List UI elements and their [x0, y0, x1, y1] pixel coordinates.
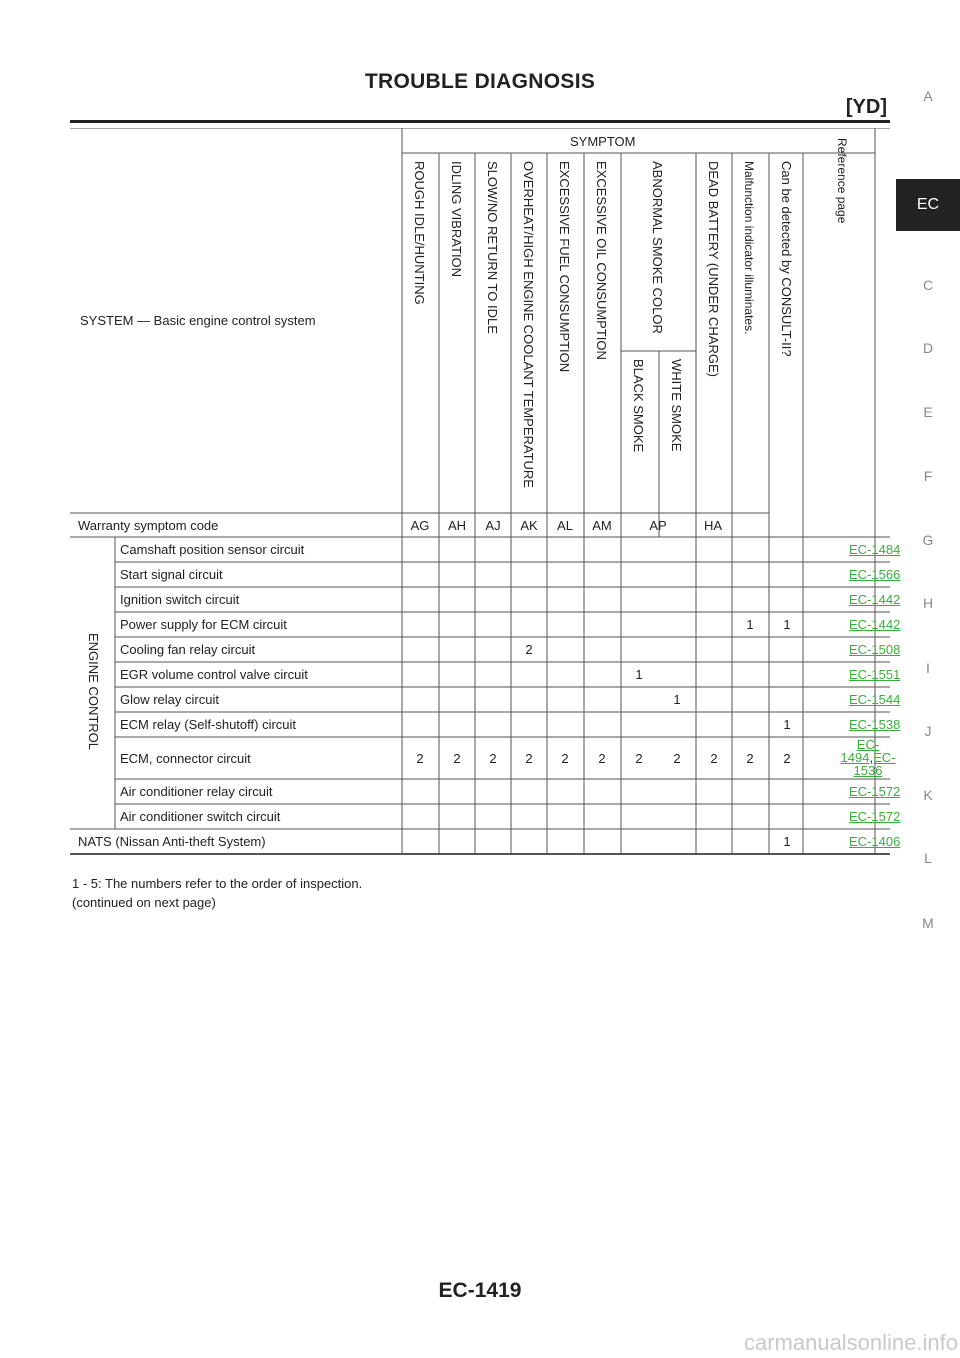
reference-link-group: EC-1494,EC-1536	[839, 738, 897, 777]
row-value: 2	[561, 750, 569, 766]
warranty-code: AP	[649, 518, 667, 533]
row-value: 2	[416, 750, 424, 766]
side-tab-l[interactable]: L	[924, 850, 932, 866]
row-name: Cooling fan relay circuit	[120, 642, 256, 657]
warranty-code: AG	[410, 518, 430, 533]
row-value: 2	[635, 750, 643, 766]
warranty-code: AJ	[485, 518, 501, 533]
column-header-9: DEAD BATTERY (UNDER CHARGE)	[706, 161, 721, 377]
warranty-code: AM	[592, 518, 612, 533]
reference-link[interactable]: EC-1508	[849, 642, 901, 657]
header-rule	[70, 120, 890, 123]
warranty-label: Warranty symptom code	[78, 518, 219, 533]
system-header: SYSTEM — Basic engine control system	[80, 313, 316, 328]
warranty-code: HA	[703, 518, 723, 533]
row-name: Camshaft position sensor circuit	[120, 542, 305, 557]
side-tab-d[interactable]: D	[922, 340, 934, 356]
page-number: EC-1419	[438, 1279, 522, 1302]
row-value: 2	[673, 750, 681, 766]
row-value: 2	[746, 750, 754, 766]
row-value: 1	[746, 617, 754, 632]
row-name: Air conditioner relay circuit	[120, 784, 273, 799]
column-header-1: ROUGH IDLE/HUNTING	[412, 161, 427, 305]
column-header-7: BLACK SMOKE	[631, 359, 646, 453]
row-name: Start signal circuit	[120, 567, 223, 582]
row-name: Power supply for ECM circuit	[120, 617, 287, 632]
nats-reference-link[interactable]: EC-1406	[849, 834, 901, 849]
side-tab-ec[interactable]: EC	[896, 179, 960, 231]
row-value: 2	[489, 750, 497, 766]
reference-link[interactable]: EC-1442	[849, 617, 901, 632]
row-name: Ignition switch circuit	[120, 592, 240, 607]
row-name: Glow relay circuit	[120, 692, 219, 707]
side-tab-h[interactable]: H	[922, 595, 934, 611]
row-name: EGR volume control valve circuit	[120, 667, 308, 682]
row-name: Air conditioner switch circuit	[120, 809, 281, 824]
nats-row-name: NATS (Nissan Anti-theft System)	[78, 834, 266, 849]
reference-link[interactable]: EC-1572	[849, 809, 901, 824]
reference-link[interactable]: EC-1551	[849, 667, 901, 682]
row-value: 1	[673, 692, 681, 707]
column-header-10: Malfunction indicator illuminates.	[742, 161, 756, 335]
column-header-4: OVERHEAT/HIGH ENGINE COOLANT TEMPERATURE	[521, 161, 536, 488]
row-value: 1	[783, 617, 791, 632]
reference-link-part[interactable]: EC-	[873, 750, 896, 765]
reference-link[interactable]: EC-1538	[849, 717, 901, 732]
row-name: ECM relay (Self-shutoff) circuit	[120, 717, 297, 732]
warranty-code: AL	[557, 518, 573, 533]
side-tab-a[interactable]: A	[923, 88, 933, 104]
side-tab-j[interactable]: J	[924, 723, 932, 739]
reference-link[interactable]: EC-1566	[849, 567, 901, 582]
side-tab-f[interactable]: F	[923, 468, 933, 484]
column-header-5: EXCESSIVE FUEL CONSUMPTION	[557, 161, 572, 373]
note-inspection-order: 1 - 5: The numbers refer to the order of…	[72, 876, 363, 891]
page-title: TROUBLE DIAGNOSIS	[364, 70, 596, 93]
side-tab-m[interactable]: M	[922, 915, 934, 931]
row-value: 2	[598, 750, 606, 766]
page-subtitle: [YD]	[845, 96, 887, 118]
side-tab-k[interactable]: K	[923, 787, 933, 803]
reference-link[interactable]: EC-1572	[849, 784, 901, 799]
nats-row-value: 1	[783, 834, 791, 849]
reference-link[interactable]: EC-1484	[849, 542, 901, 557]
side-tab-e[interactable]: E	[923, 404, 933, 420]
column-header-2: IDLING VIBRATION	[449, 161, 464, 278]
row-value: 1	[635, 667, 643, 682]
side-tab-c[interactable]: C	[922, 277, 934, 293]
row-value: 2	[783, 750, 791, 766]
side-tab-i[interactable]: I	[926, 660, 930, 676]
column-header-11: Can be detected by CONSULT-II?	[779, 161, 794, 357]
symptom-header: SYMPTOM	[570, 134, 636, 149]
row-value: 2	[525, 642, 533, 657]
note-continued: (continued on next page)	[72, 895, 216, 910]
row-name: ECM, connector circuit	[120, 750, 251, 766]
warranty-code: AH	[447, 518, 467, 533]
reference-link-part[interactable]: EC-	[856, 737, 880, 752]
reference-link[interactable]: EC-1442	[849, 592, 901, 607]
abnormal-smoke-header: ABNORMAL SMOKE COLOR	[650, 161, 665, 334]
reference-link[interactable]: EC-1544	[849, 692, 901, 707]
reference-link-part[interactable]: 1536	[853, 763, 883, 778]
warranty-code: AK	[520, 518, 538, 533]
row-value: 1	[783, 717, 791, 732]
column-header-3: SLOW/NO RETURN TO IDLE	[485, 161, 500, 334]
row-value: 2	[525, 750, 533, 766]
reference-link-part[interactable]: 1494	[840, 750, 870, 765]
column-header-8: WHITE SMOKE	[669, 359, 684, 452]
table-grid-lines	[70, 128, 890, 855]
reference-separator: ,	[869, 750, 874, 765]
watermark: carmanualsonline.info	[743, 1330, 958, 1355]
column-header-6: EXCESSIVE OIL CONSUMPTION	[594, 161, 609, 360]
reference-page-header: Reference page	[835, 138, 849, 224]
row-value: 2	[710, 750, 718, 766]
row-value: 2	[453, 750, 461, 766]
side-tab-g[interactable]: G	[922, 532, 934, 548]
group-label-engine-control: ENGINE CONTROL	[86, 633, 101, 751]
